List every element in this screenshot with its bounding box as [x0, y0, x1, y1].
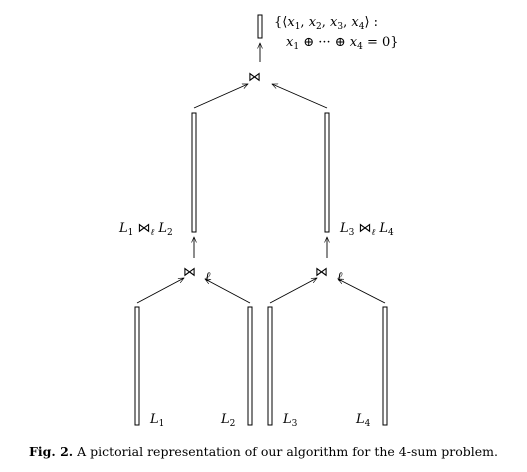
label-l3: L3	[282, 412, 298, 429]
list-bar-l34	[324, 112, 330, 233]
edge-l3-join-right	[269, 277, 317, 304]
join-operator-top: ⋈	[248, 70, 261, 85]
list-bar-l4	[382, 306, 388, 426]
four-sum-diagram: L1 L2 L3 L4 ⋈ ℓ ⋈ ℓ L1 ⋈ℓ L2 L3 ⋈ℓ L4 ⋈	[118, 14, 399, 429]
result-set-line1: {⟨x1, x2, x3, x4⟩ :	[274, 15, 378, 32]
caption-text: A pictorial representation of our algori…	[77, 444, 498, 459]
label-l3-join-l4: L3 ⋈ℓ L4	[339, 221, 394, 238]
result-bar	[257, 14, 263, 39]
caption-label: Fig. 2.	[29, 444, 74, 459]
label-l2: L2	[220, 412, 235, 429]
label-l1: L1	[149, 412, 164, 429]
figure-caption: Fig. 2. A pictorial representation of ou…	[0, 444, 527, 459]
svg-text:ℓ: ℓ	[337, 270, 343, 285]
join-operator-left: ⋈ ℓ	[183, 265, 211, 285]
join-operator-right: ⋈ ℓ	[315, 265, 343, 285]
edge-l12-join-top	[193, 83, 248, 109]
list-bar-l1	[134, 306, 140, 426]
svg-text:⋈: ⋈	[183, 265, 196, 280]
list-bar-l2	[247, 306, 253, 426]
edge-l4-join-right	[338, 278, 386, 304]
edge-l1-join-left	[136, 277, 184, 304]
svg-text:⋈: ⋈	[315, 265, 328, 280]
result-set-line2: x1 ⊕ ··· ⊕ x4 = 0}	[286, 35, 399, 52]
edge-l2-join-left	[205, 278, 251, 304]
list-bar-l12	[191, 112, 197, 233]
label-l1-join-l2: L1 ⋈ℓ L2	[118, 221, 173, 238]
svg-text:ℓ: ℓ	[205, 270, 211, 285]
label-l4: L4	[355, 412, 371, 429]
edge-l34-join-top	[272, 83, 328, 109]
list-bar-l3	[267, 306, 273, 426]
